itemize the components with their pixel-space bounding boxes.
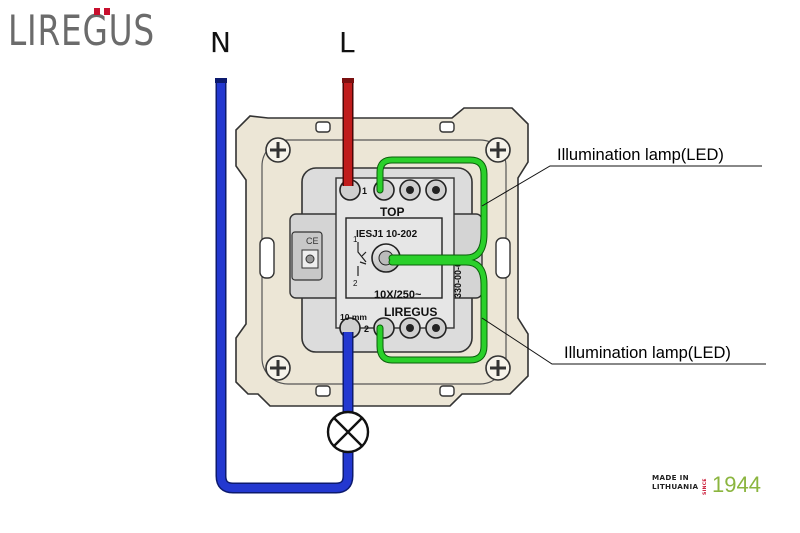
brand-logo: LIREGUS [8, 6, 155, 55]
live-wire [342, 78, 354, 186]
schematic-terminal-1: 1 [353, 235, 358, 244]
lamp-symbol [326, 410, 370, 454]
terminal-2-label: 2 [364, 324, 369, 334]
side-code-text: 330-00-01 [453, 257, 463, 298]
schematic-terminal-2: 2 [353, 279, 358, 288]
country-line: LITHUANIA [652, 482, 699, 491]
neutral-wire [215, 78, 354, 494]
callout-lines [481, 165, 766, 365]
neutral-label: N [210, 26, 231, 59]
year-text: 1944 [712, 472, 761, 497]
callout-led-bottom: Illumination lamp(LED) [564, 344, 731, 362]
rating-text: 10X/250~ [374, 289, 422, 301]
brand-mark: LIREGUS [384, 305, 437, 319]
made-in-line: MADE IN [652, 473, 689, 482]
led-wires [376, 156, 488, 364]
made-in-text: MADE IN LITHUANIA [652, 473, 698, 491]
model-text: IESJ1 10-202 [356, 229, 418, 240]
strip-length-text: 10 mm [340, 312, 367, 322]
callout-led-top: Illumination lamp(LED) [557, 146, 724, 164]
since-text: SINCE [703, 478, 708, 495]
live-label: L [339, 26, 355, 59]
top-mark: TOP [380, 205, 404, 219]
switch-body: CE IESJ1 10-202 1 2 10X/250~ TOP LIREGUS… [289, 167, 483, 353]
logo-accent-dots [94, 8, 111, 16]
terminal-1-label: 1 [362, 186, 367, 196]
cert-mark: CE [306, 236, 319, 246]
